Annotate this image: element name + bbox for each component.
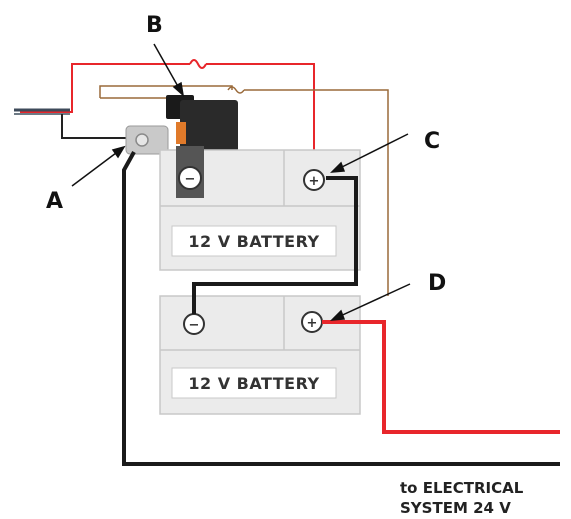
positive-output-cable xyxy=(322,320,560,434)
ground-clamp xyxy=(125,125,169,155)
sense-connector xyxy=(166,95,238,152)
fuse-symbol-sense xyxy=(227,86,245,94)
callout-a: A xyxy=(46,189,63,214)
input-cable-bundle xyxy=(14,108,128,139)
battery-bottom-positive-terminal: + xyxy=(301,311,323,333)
battery-top-label: 12 V BATTERY xyxy=(188,232,319,251)
series-link-cable xyxy=(192,176,358,314)
fuse-symbol-top xyxy=(189,59,207,69)
footer-line-1: to ELECTRICAL xyxy=(400,479,524,497)
callout-c: C xyxy=(424,129,440,154)
svg-text:−: − xyxy=(185,172,196,187)
footer-line-2: SYSTEM 24 V xyxy=(400,499,511,517)
svg-text:+: + xyxy=(309,174,320,189)
battery-bottom: 12 V BATTERY − + xyxy=(159,295,361,415)
callout-arrows xyxy=(71,43,411,321)
fused-positive-lead xyxy=(20,59,315,172)
svg-text:+: + xyxy=(307,316,318,331)
battery-top: 12 V BATTERY − + xyxy=(159,146,361,271)
sense-wire xyxy=(99,85,389,296)
svg-text:−: − xyxy=(189,318,200,333)
battery-top-positive-terminal: + xyxy=(303,169,325,191)
callout-b: B xyxy=(146,13,163,38)
battery-bottom-negative-terminal: − xyxy=(183,313,205,335)
battery-top-negative-terminal: − xyxy=(176,146,204,198)
callout-d: D xyxy=(428,271,446,296)
battery-bottom-label: 12 V BATTERY xyxy=(188,374,319,393)
ground-output-cable xyxy=(122,151,560,466)
